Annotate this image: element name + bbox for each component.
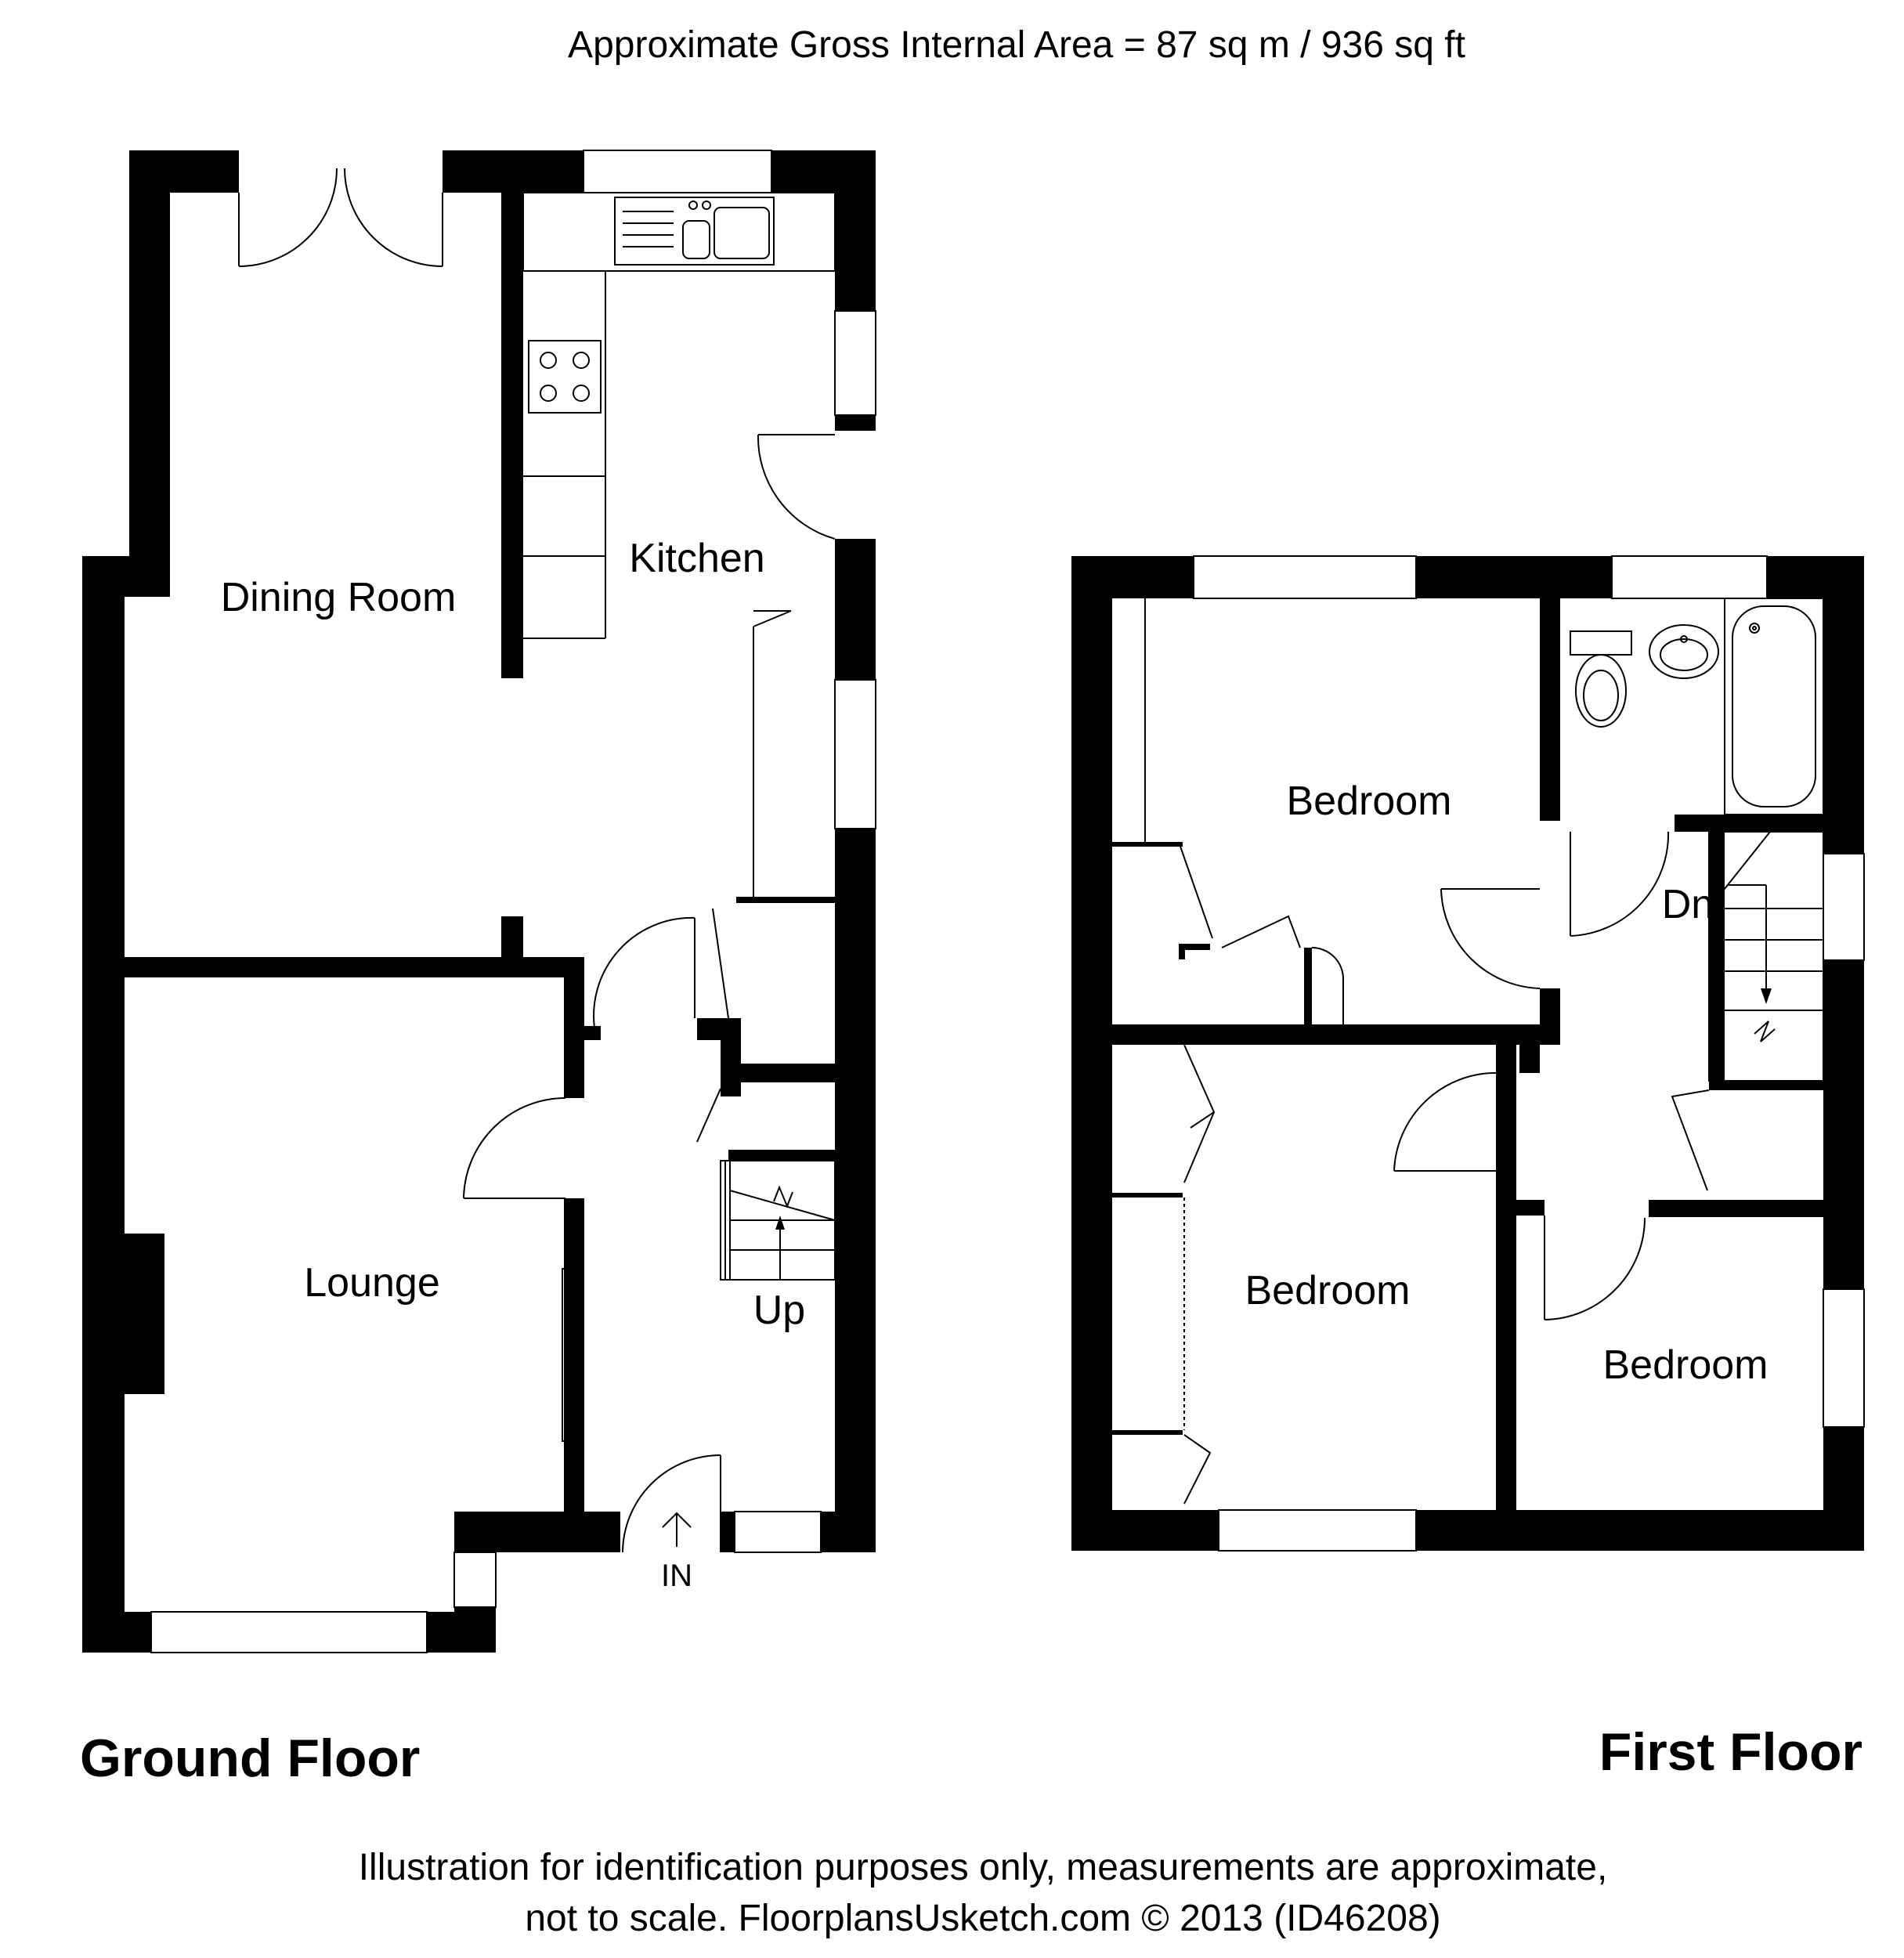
- ground-floor-internal-walls: [121, 193, 835, 1512]
- first-floor-plan: Bedroom Bedroom Bedroom Dn: [1071, 555, 1865, 1552]
- ground-floor-stairs: [720, 1160, 836, 1281]
- ground-floor-title: Ground Floor: [80, 1729, 420, 1788]
- kitchen-units: [522, 192, 836, 897]
- bath-icon: [1732, 605, 1816, 807]
- hob-icon: [528, 340, 602, 414]
- first-floor-title: First Floor: [1599, 1722, 1862, 1782]
- room-label-bedroom-2: Bedroom: [1245, 1268, 1411, 1313]
- footer-disclaimer-line2: not to scale. FloorplansUsketch.com © 20…: [525, 1898, 1440, 1939]
- first-floor-outer-walls: [1071, 556, 1864, 1551]
- bathroom-fittings: [1570, 598, 1824, 815]
- first-floor-internal-walls: [1112, 598, 1823, 1510]
- first-floor-windows: [1193, 555, 1865, 1552]
- french-doors: [238, 168, 443, 267]
- toilet-icon: [1570, 630, 1632, 728]
- first-floor-stairs: [1708, 831, 1824, 1082]
- room-label-kitchen: Kitchen: [629, 536, 764, 581]
- entrance-arrow-icon: [662, 1512, 692, 1547]
- ground-floor-plan: Dining Room Kitchen Lounge Up IN: [82, 150, 876, 1653]
- gross-area-text: Approximate Gross Internal Area = 87 sq …: [568, 24, 1465, 66]
- sink-icon: [614, 197, 775, 266]
- room-label-dining-room: Dining Room: [221, 575, 457, 620]
- ground-floor-outer-walls: [82, 150, 876, 1653]
- stairs-label-down: Dn: [1662, 882, 1714, 927]
- ground-floor-doors: [463, 434, 836, 1553]
- down-arrow-icon: [1761, 988, 1772, 1004]
- up-arrow-icon: [775, 1216, 785, 1230]
- first-floor-cupboards: [1144, 598, 1344, 1505]
- washbasin-icon: [1649, 624, 1719, 679]
- room-label-lounge: Lounge: [304, 1260, 440, 1306]
- entrance-label: IN: [661, 1559, 692, 1593]
- stairs-label-up: Up: [753, 1288, 805, 1333]
- room-label-bedroom-1: Bedroom: [1287, 779, 1452, 824]
- first-floor-doors: [1393, 831, 1710, 1320]
- room-label-bedroom-3: Bedroom: [1603, 1342, 1769, 1388]
- footer-disclaimer-line1: Illustration for identification purposes…: [359, 1847, 1608, 1888]
